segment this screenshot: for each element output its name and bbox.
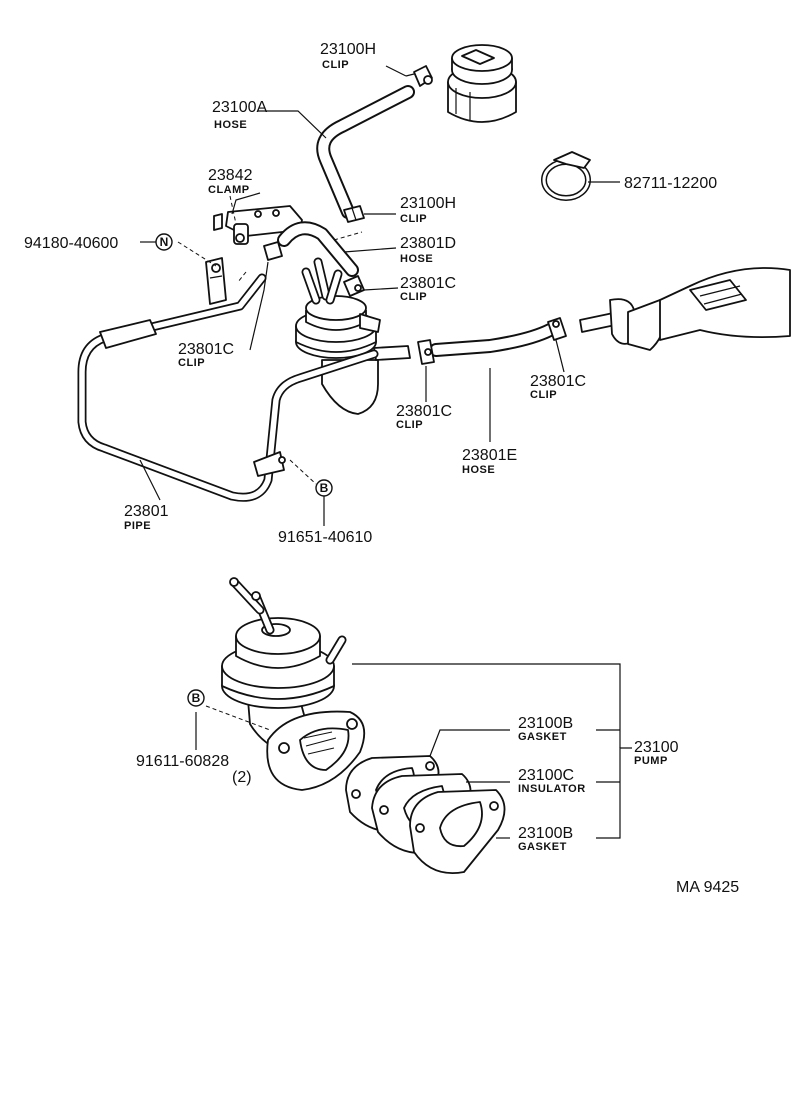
svg-text:CLIP: CLIP	[396, 419, 423, 431]
svg-text:GASKET: GASKET	[518, 841, 567, 853]
svg-text:23801C: 23801C	[178, 341, 234, 358]
svg-text:INSULATOR: INSULATOR	[518, 783, 586, 795]
symbol-b-91651: B	[315, 479, 333, 497]
svg-text:CLIP: CLIP	[530, 389, 557, 401]
pipe-bracket	[205, 257, 227, 305]
svg-text:23100B: 23100B	[518, 715, 573, 732]
clamp-23842	[213, 205, 303, 245]
svg-text:MA 9425: MA 9425	[676, 879, 739, 896]
label-23801d: 23801D HOSE	[400, 235, 456, 265]
svg-text:23100H: 23100H	[320, 41, 376, 58]
svg-text:HOSE: HOSE	[462, 464, 495, 476]
svg-text:N: N	[160, 235, 169, 249]
svg-text:94180-40600: 94180-40600	[24, 235, 118, 252]
svg-text:CLIP: CLIP	[322, 59, 349, 71]
pipe-23801	[77, 273, 379, 502]
svg-text:82711-12200: 82711-12200	[624, 175, 717, 192]
fuel-line-connector	[579, 267, 791, 351]
svg-text:23100B: 23100B	[518, 825, 573, 842]
svg-text:91611-60828: 91611-60828	[136, 753, 229, 770]
label-91611: 91611-60828 (2)	[136, 753, 252, 786]
svg-text:23801: 23801	[124, 503, 169, 520]
gasket-23100b-bottom	[409, 789, 506, 874]
label-94180: 94180-40600	[24, 235, 118, 252]
label-91651: 91651-40610	[278, 529, 372, 546]
svg-text:CLIP: CLIP	[178, 357, 205, 369]
svg-text:23801D: 23801D	[400, 235, 456, 252]
clip-23100h-mid	[343, 205, 365, 223]
clip-23801c-far-right	[547, 317, 567, 341]
label-23801c-far-right: 23801C CLIP	[530, 373, 586, 401]
clip-23801c-mid	[417, 339, 435, 365]
svg-text:23100A: 23100A	[212, 99, 267, 116]
svg-text:23100: 23100	[634, 739, 679, 756]
label-23100h-top: 23100H CLIP	[320, 41, 376, 71]
svg-text:CLAMP: CLAMP	[208, 184, 250, 196]
label-23100a: 23100A HOSE	[212, 99, 267, 131]
hose-23801d	[277, 221, 359, 277]
svg-text:B: B	[192, 691, 201, 705]
hose-23100a	[316, 85, 415, 219]
svg-text:23100H: 23100H	[400, 195, 456, 212]
svg-text:23801C: 23801C	[530, 373, 586, 390]
svg-text:23100C: 23100C	[518, 767, 574, 784]
svg-text:B: B	[320, 481, 329, 495]
svg-text:23801E: 23801E	[462, 447, 517, 464]
symbol-n-94180: N	[155, 233, 173, 251]
svg-text:PUMP: PUMP	[634, 755, 668, 767]
svg-text:23801C: 23801C	[396, 403, 452, 420]
fuel-pump-installed	[295, 257, 411, 415]
fuel-pump-exploded	[221, 577, 366, 791]
clip-23801c-upper-left	[263, 241, 283, 261]
label-23100c: 23100C INSULATOR	[518, 767, 586, 795]
label-23100h-mid: 23100H CLIP	[400, 195, 456, 225]
band-clamp-82711	[541, 151, 620, 201]
svg-text:GASKET: GASKET	[518, 731, 567, 743]
label-23801c-mid: 23801C CLIP	[396, 403, 452, 431]
svg-text:(2): (2)	[232, 769, 252, 786]
label-23100b-top: 23100B GASKET	[518, 715, 573, 743]
svg-text:HOSE: HOSE	[214, 119, 247, 131]
svg-text:91651-40610: 91651-40610	[278, 529, 372, 546]
svg-text:CLIP: CLIP	[400, 213, 427, 225]
symbol-b-91611: B	[187, 689, 205, 707]
svg-text:23801C: 23801C	[400, 275, 456, 292]
label-82711: 82711-12200	[624, 175, 717, 192]
label-23801: 23801 PIPE	[124, 503, 169, 532]
hose-23801e	[429, 323, 557, 357]
label-23842: 23842 CLAMP	[208, 167, 253, 196]
svg-text:CLIP: CLIP	[400, 291, 427, 303]
label-23801e: 23801E HOSE	[462, 447, 517, 476]
label-23801c-pump-right: 23801C CLIP	[400, 275, 456, 303]
fuel-filter-cap	[447, 44, 517, 123]
label-23100b-bottom: 23100B GASKET	[518, 825, 573, 853]
diagram-code: MA 9425	[676, 879, 739, 896]
svg-text:PIPE: PIPE	[124, 520, 151, 532]
clip-23801c-pump-right	[343, 275, 365, 297]
svg-text:HOSE: HOSE	[400, 253, 433, 265]
svg-text:23842: 23842	[208, 167, 253, 184]
leader-lines	[139, 65, 632, 839]
clip-23100h-top	[405, 65, 433, 87]
label-23100: 23100 PUMP	[634, 739, 679, 767]
label-23801c-left: 23801C CLIP	[178, 341, 234, 369]
